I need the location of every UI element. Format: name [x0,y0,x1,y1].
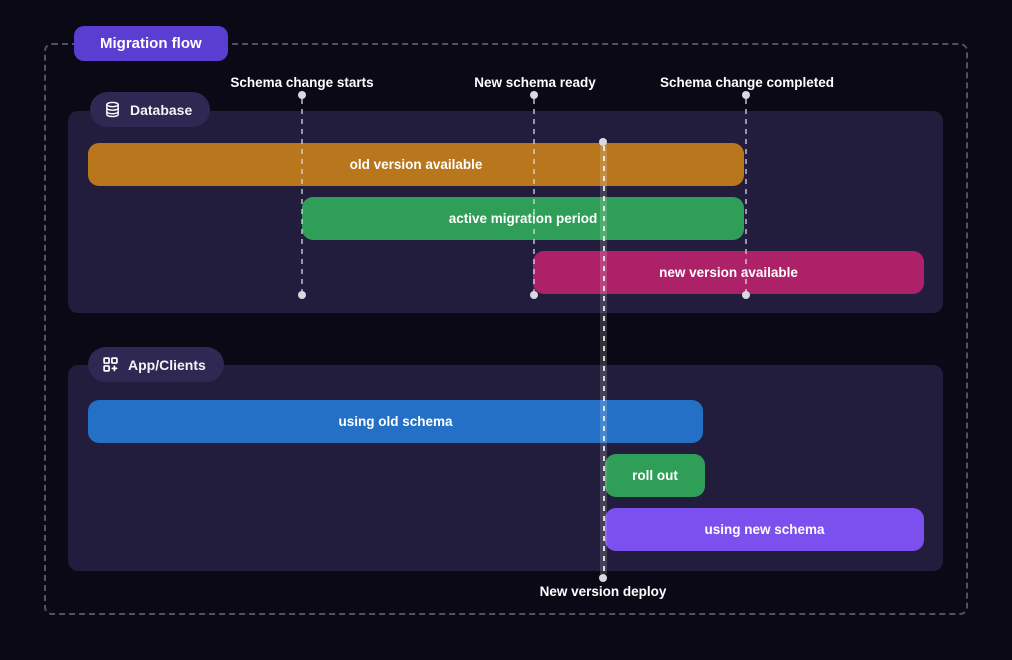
lane-label-app-clients: App/Clients [88,347,224,382]
guide-dot [298,291,306,299]
guide-line-new-version-deploy [600,146,607,574]
bar-using-new-schema: using new schema [605,508,924,551]
guide-dot [742,91,750,99]
bar-using-old-schema: using old schema [88,400,703,443]
guide-line-new-schema-ready [533,99,535,292]
guide-dot [742,291,750,299]
bar-new-version-available: new version available [533,251,924,294]
milestone-label-new-version-deploy: New version deploy [539,584,667,599]
milestone-label-schema-change-completed: Schema change completed [659,75,835,90]
diagram-boundary [44,43,968,615]
guide-dot [530,291,538,299]
guide-dot [599,138,607,146]
lane-label-text: Database [130,101,193,118]
apps-plus-icon [102,356,119,373]
milestone-label-schema-change-starts: Schema change starts [230,75,374,90]
bar-old-version-available: old version available [88,143,744,186]
guide-line-schema-change-starts [301,99,303,292]
bar-active-migration-period: active migration period [302,197,744,240]
database-icon [104,101,121,118]
lane-label-text: App/Clients [128,356,206,373]
guide-line-schema-change-completed [745,99,747,292]
guide-dot [298,91,306,99]
bar-roll-out: roll out [605,454,705,497]
lane-label-database: Database [90,92,211,127]
guide-dot [599,574,607,582]
milestone-label-new-schema-ready: New schema ready [474,75,596,90]
guide-dot [530,91,538,99]
diagram-title: Migration flow [74,26,228,61]
